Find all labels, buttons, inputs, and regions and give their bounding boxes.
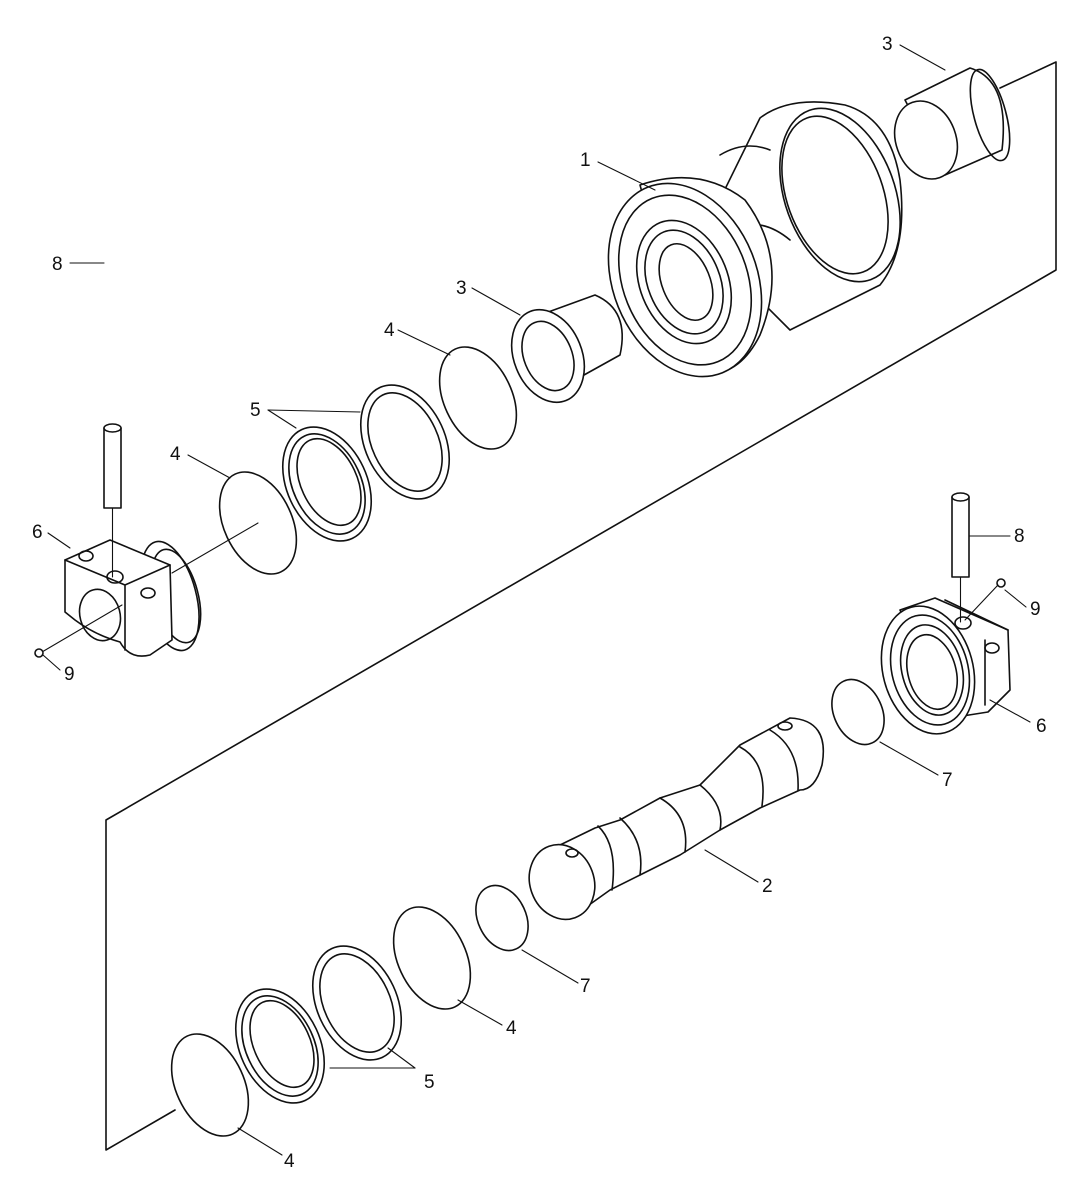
o-ring-upper-left	[218, 471, 298, 575]
callout-3-middle: 3	[456, 278, 467, 299]
o-ring-lowest	[170, 1033, 250, 1137]
o-ring-7-right	[831, 678, 885, 746]
callout-8-right: 8	[1014, 526, 1025, 547]
bushing-middle	[510, 294, 624, 404]
callout-4-upper: 4	[384, 320, 395, 341]
callout-5-upper: 5	[250, 400, 261, 421]
pin-left	[103, 423, 122, 578]
callout-4-lower: 4	[506, 1018, 517, 1039]
callout-5-lower: 5	[424, 1072, 435, 1093]
callout-6-left: 6	[32, 522, 43, 543]
callout-9-right: 9	[1030, 599, 1041, 620]
callout-9-left: 9	[64, 664, 75, 685]
grease-plug-left	[34, 604, 123, 658]
grease-plug-right	[964, 578, 1006, 621]
callout-4-upper-left: 4	[170, 444, 181, 465]
callout-1: 1	[580, 150, 591, 171]
callout-3-upper: 3	[882, 34, 893, 55]
roller-body	[607, 101, 903, 378]
seal-pair-upper	[281, 384, 451, 542]
callout-4-lowest: 4	[284, 1151, 295, 1172]
callout-6-right: 6	[1036, 716, 1047, 737]
o-ring-lower	[392, 906, 472, 1010]
o-ring-upper	[438, 346, 518, 450]
shaft	[528, 717, 824, 921]
bushing-upper-right	[893, 67, 1011, 180]
leader-lines	[42, 44, 1031, 1156]
callout-2: 2	[762, 876, 773, 897]
o-ring-7-lower	[475, 884, 529, 952]
collar-right	[880, 597, 1011, 735]
assembly-plane	[105, 61, 1057, 1151]
pin-right	[951, 492, 970, 623]
callout-8-left: 8	[52, 254, 63, 275]
seal-pair-lower	[234, 945, 403, 1104]
callout-7-right: 7	[942, 770, 953, 791]
callout-7-lower: 7	[580, 976, 591, 997]
collar-left	[64, 539, 202, 657]
